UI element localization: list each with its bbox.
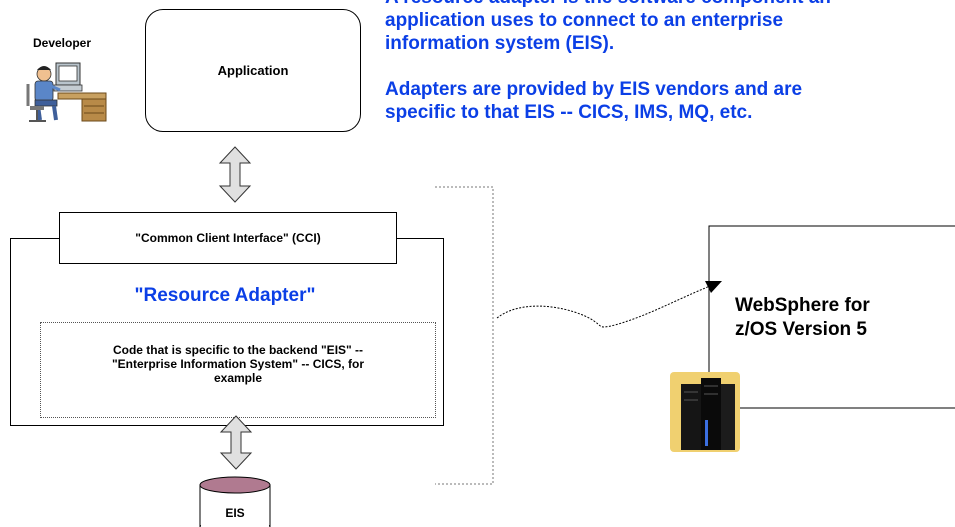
developer-label: Developer	[32, 36, 92, 50]
eis-code-line: "Enterprise Information System" -- CICS,…	[111, 357, 365, 371]
application-label: Application	[217, 63, 289, 78]
eis-database-icon	[199, 476, 271, 527]
heading-line: information system (EIS).	[385, 33, 615, 54]
heading-line: Adapters are provided by EIS vendors and…	[385, 79, 803, 100]
double-arrow-icon	[218, 146, 252, 203]
cci-box	[59, 212, 397, 264]
heading-line: A resource adapter is the software compo…	[385, 0, 955, 9]
heading-line: application uses to connect to an enterp…	[385, 10, 784, 31]
application-box	[145, 9, 361, 132]
eis-code-line: Code that is specific to the backend "EI…	[112, 343, 364, 357]
resource-adapter-title: "Resource Adapter"	[134, 285, 316, 306]
websphere-box	[708, 225, 955, 409]
websphere-label: WebSphere for z/OS Version 5	[735, 294, 955, 342]
double-arrow-icon	[219, 415, 253, 470]
mainframe-server-icon	[670, 372, 740, 452]
heading-line: specific to that EIS -- CICS, IMS, MQ, e…	[385, 102, 753, 123]
websphere-line: WebSphere for	[735, 295, 870, 316]
eis-code-line: example	[213, 371, 263, 385]
heading-text: A resource adapter is the software compo…	[385, 0, 955, 124]
eis-label: EIS	[225, 506, 245, 520]
connector-arrow	[496, 283, 716, 328]
cci-label: "Common Client Interface" (CCI)	[135, 231, 321, 245]
adapter-group-bracket	[435, 186, 494, 485]
eis-specific-code-text: Code that is specific to the backend "EI…	[40, 343, 436, 385]
developer-at-desk-icon	[26, 62, 107, 122]
websphere-line: z/OS Version 5	[735, 319, 867, 340]
